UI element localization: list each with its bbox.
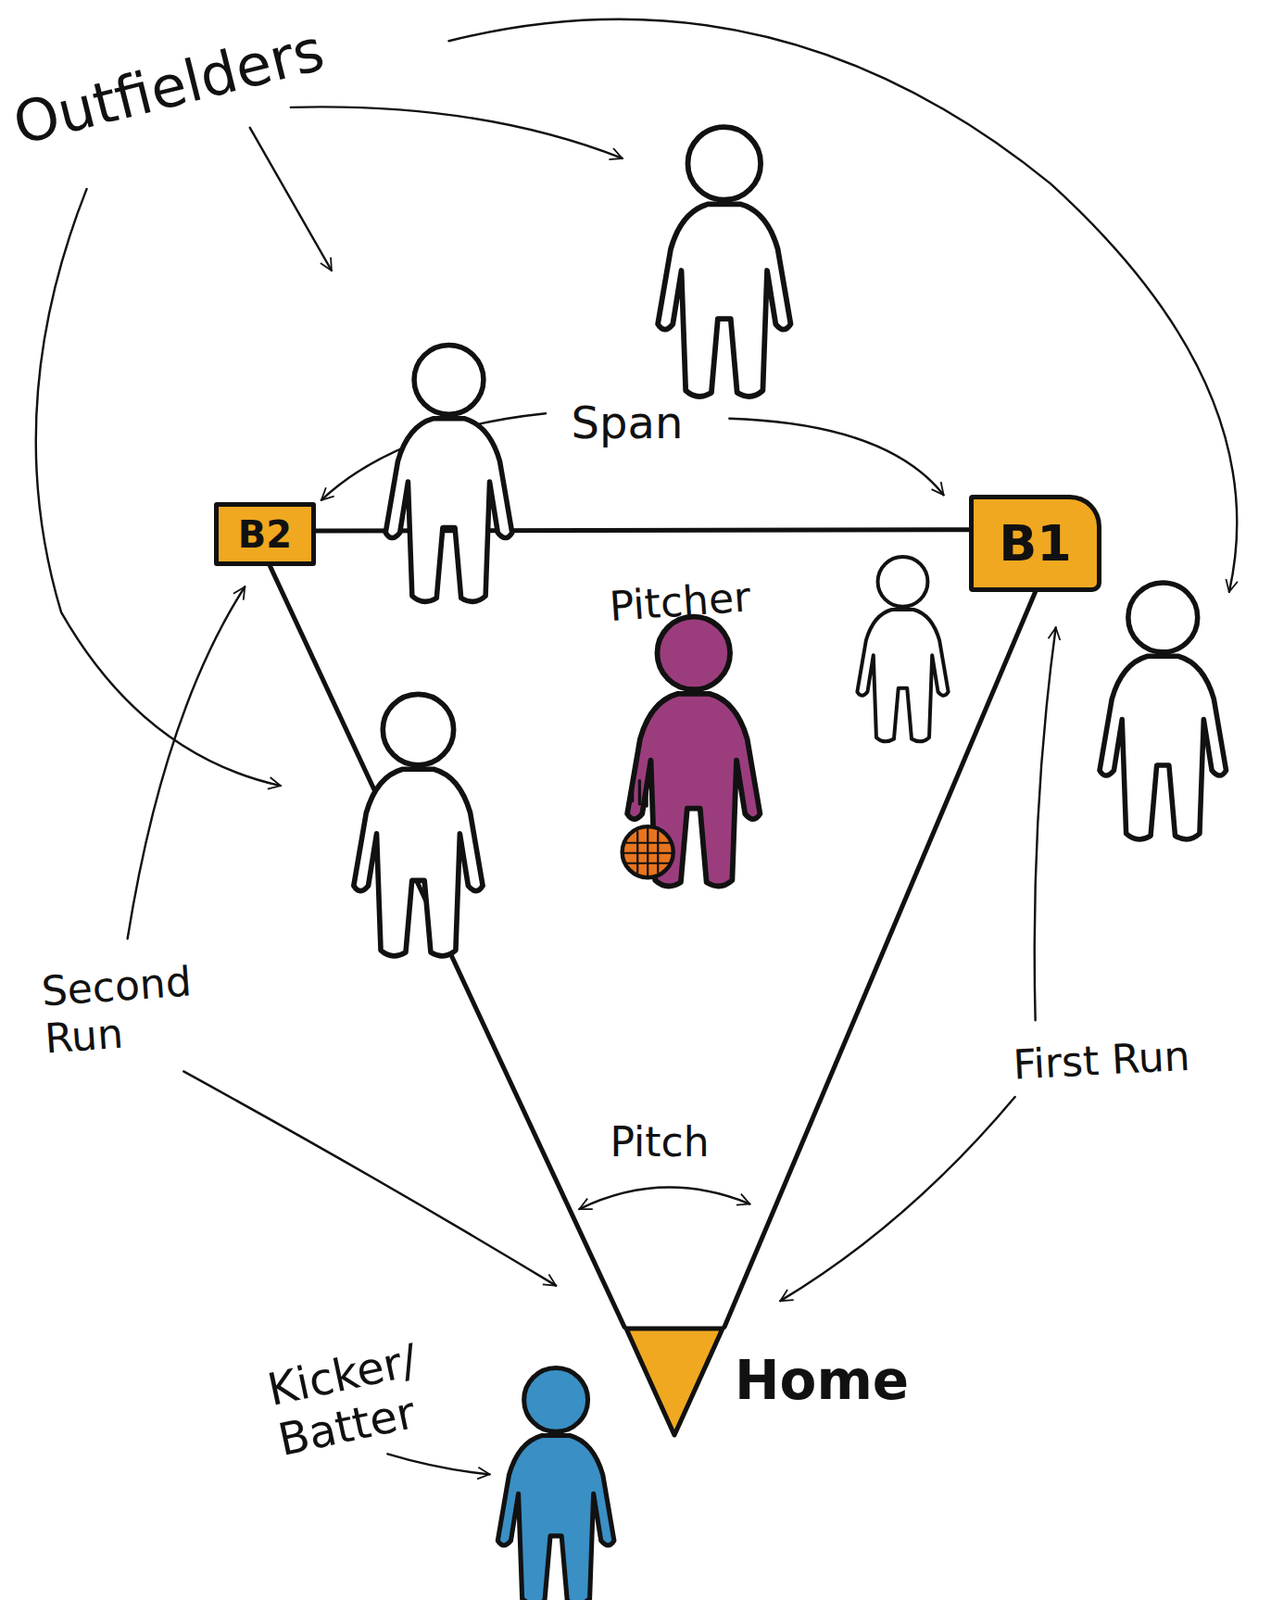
motion-tick — [644, 783, 648, 806]
fielder-figure — [1099, 582, 1227, 840]
home-plate-triangle — [626, 1328, 723, 1435]
leader-arrow — [290, 106, 623, 159]
ball-hatch — [626, 842, 669, 844]
leader-arrow — [448, 19, 1237, 592]
leader-arrow — [1034, 627, 1057, 1020]
kicker-figure — [497, 1368, 615, 1600]
field-label: First Run — [1011, 1032, 1191, 1090]
home-label: Home — [734, 1353, 909, 1408]
base-label: B2 — [238, 515, 292, 554]
base-label: B1 — [998, 518, 1072, 569]
field-label: Pitcher — [607, 573, 752, 630]
home-plate-shape — [624, 1325, 725, 1438]
fielder-figure — [353, 693, 483, 957]
leader-arrow — [183, 1070, 556, 1285]
outfielder-figure — [657, 126, 791, 397]
base-path-stroke — [270, 566, 626, 1327]
pitch-arc — [578, 1187, 750, 1209]
pitcher-figure — [627, 616, 760, 887]
base-marker: B1 — [968, 494, 1102, 592]
field-label: Outfielders — [6, 16, 330, 158]
field-label: Span — [571, 397, 684, 449]
leader-arrow — [729, 418, 944, 496]
leader-arrow — [127, 586, 246, 939]
ball-hatch — [626, 862, 669, 865]
motion-tick — [638, 780, 642, 805]
base-path-line — [270, 566, 626, 1327]
field-label: Pitch — [609, 1119, 709, 1167]
motion-tick — [630, 777, 634, 801]
fielder-figure — [385, 344, 513, 602]
ball-hatch — [624, 852, 672, 855]
leader-arrow — [387, 1453, 490, 1474]
ball — [622, 826, 674, 878]
leader-arrow — [250, 127, 332, 271]
fielder-figure — [856, 556, 948, 742]
field-label: Second Run — [39, 956, 209, 1062]
leader-arrow — [780, 1096, 1015, 1301]
field-label: Kicker/ Batter — [263, 1328, 462, 1467]
base-marker: B2 — [213, 502, 316, 567]
home-plate: Home — [624, 1325, 725, 1438]
leader-arrow — [36, 188, 281, 786]
